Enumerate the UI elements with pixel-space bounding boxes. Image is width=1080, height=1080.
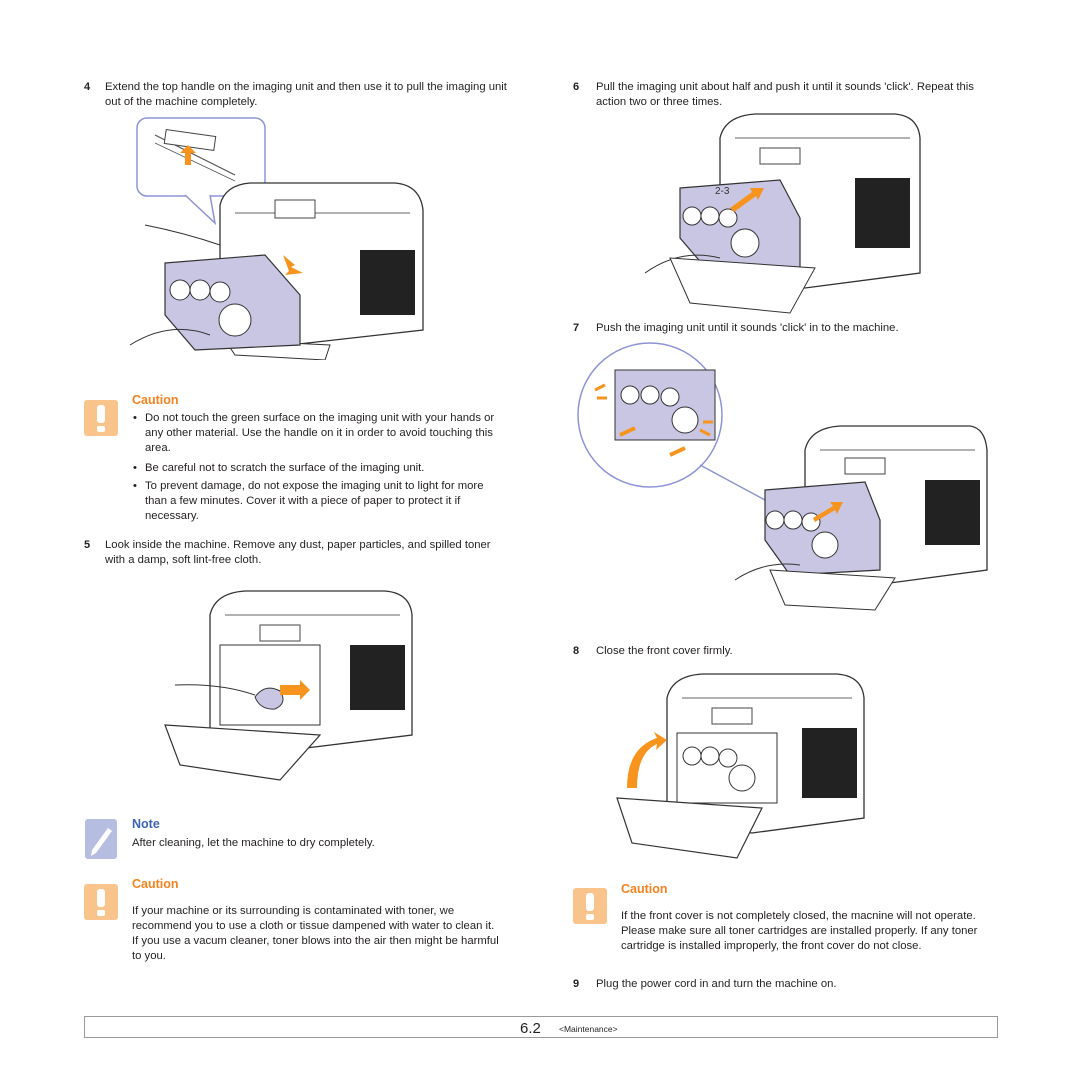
caution-icon: [573, 888, 607, 924]
caution-1-bullet-3: •To prevent damage, do not expose the im…: [133, 480, 484, 522]
note-title: Note: [132, 817, 160, 831]
caution-1-bullet-2: •Be careful not to scratch the surface o…: [133, 462, 425, 474]
caution-icon: [84, 884, 118, 920]
illustration-pull-out-imaging-unit: [129, 117, 424, 360]
step-5-number: 5: [84, 539, 91, 551]
caution-3-title: Caution: [621, 882, 668, 896]
caution-icon: [84, 400, 118, 436]
caution-1-bullet-1-text: Do not touch the green surface on the im…: [145, 412, 495, 454]
caution-1-bullet-1: •Do not touch the green surface on the i…: [133, 412, 495, 454]
caution-2-text: If your machine or its surrounding is co…: [132, 905, 499, 962]
step-6-number: 6: [573, 81, 580, 93]
illustration-close-front-cover: [616, 673, 865, 859]
step-7-text: Push the imaging unit until it sounds 'c…: [596, 322, 899, 334]
footer-section-label: <Maintenance>: [559, 1024, 618, 1034]
step-8-text: Close the front cover firmly.: [596, 645, 733, 657]
repeat-count-label: 2-3: [715, 186, 730, 197]
caution-2-title: Caution: [132, 877, 179, 891]
step-7-number: 7: [573, 322, 580, 334]
caution-3-text: If the front cover is not completely clo…: [621, 910, 978, 952]
note-icon: [85, 819, 117, 859]
footer-bar: [84, 1016, 998, 1038]
step-9-number: 9: [573, 978, 580, 990]
illustration-push-unit-in: [577, 342, 988, 611]
page-number: 6.2: [520, 1020, 541, 1037]
illustration-push-pull-unit: 2-3: [644, 113, 921, 314]
note-text: After cleaning, let the machine to dry c…: [132, 837, 375, 849]
step-6-text: Pull the imaging unit about half and pus…: [596, 81, 974, 108]
step-4-text: Extend the top handle on the imaging uni…: [105, 81, 507, 108]
step-5-text: Look inside the machine. Remove any dust…: [105, 539, 491, 566]
caution-1-title: Caution: [132, 393, 179, 407]
step-4-number: 4: [84, 81, 91, 93]
step-9-text: Plug the power cord in and turn the mach…: [596, 978, 837, 990]
illustration-clean-inside: [164, 590, 413, 781]
caution-1-bullet-3-text: To prevent damage, do not expose the ima…: [145, 480, 484, 522]
step-8-number: 8: [573, 645, 580, 657]
caution-1-bullet-2-text: Be careful not to scratch the surface of…: [145, 462, 425, 474]
